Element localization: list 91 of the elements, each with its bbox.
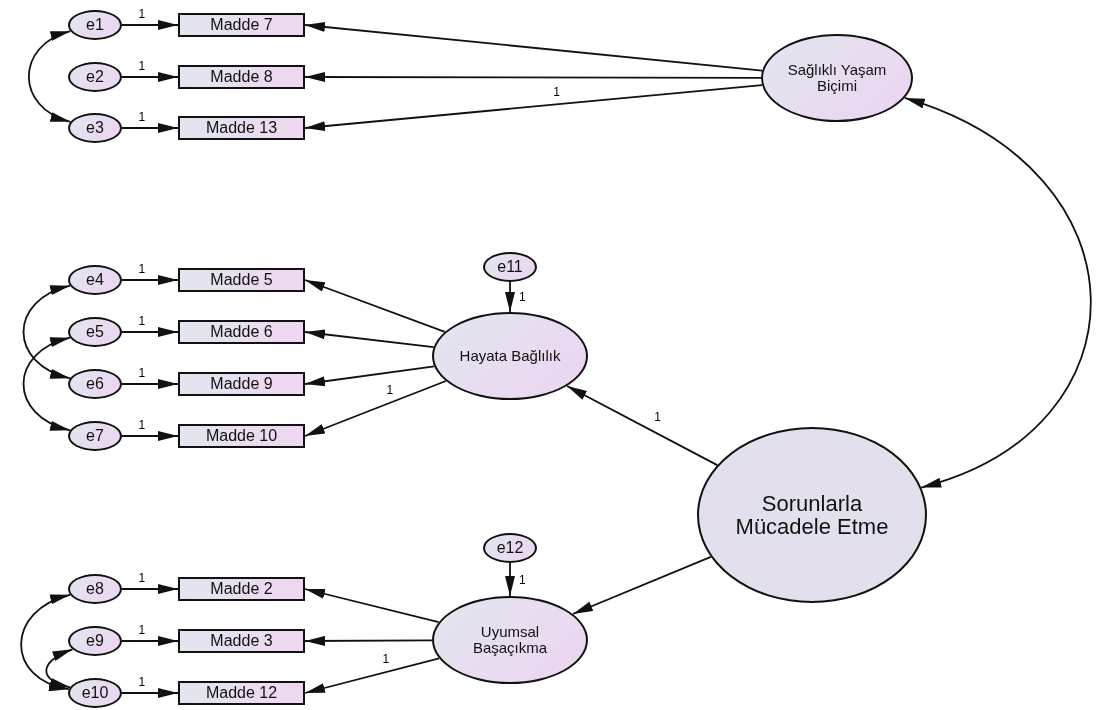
node-label: Madde 9 bbox=[209, 375, 274, 393]
path-arrow bbox=[566, 385, 719, 466]
edge-label: 1 bbox=[518, 573, 527, 586]
path-arrow bbox=[304, 657, 440, 694]
covariance-arrow bbox=[903, 97, 1092, 489]
edge-label: 1 bbox=[137, 572, 147, 584]
covariance-arrow bbox=[45, 648, 74, 689]
edge-label: 1 bbox=[381, 653, 391, 666]
error-ellipse bbox=[483, 252, 537, 282]
error-ellipse bbox=[68, 62, 122, 92]
path-arrow bbox=[505, 281, 515, 313]
error-ellipse bbox=[68, 10, 122, 40]
edge-label: 1 bbox=[137, 624, 147, 636]
path-arrow bbox=[121, 327, 179, 337]
node-label: Madde 3 bbox=[209, 632, 274, 650]
path-arrow bbox=[121, 431, 179, 441]
indicator-box bbox=[178, 320, 305, 344]
path-arrow bbox=[121, 72, 179, 82]
error-ellipse bbox=[68, 421, 122, 451]
node-label: Hayata Bağlılık bbox=[458, 348, 562, 364]
path-arrow bbox=[304, 84, 763, 132]
node-label: e2 bbox=[85, 68, 105, 86]
node-label: Sorunlarla Mücadele Etme bbox=[734, 491, 890, 539]
node-label: Madde 5 bbox=[209, 271, 274, 289]
indicator-box bbox=[178, 629, 305, 653]
covariance-arrow bbox=[22, 284, 71, 380]
path-arrow bbox=[121, 636, 179, 646]
node-label: Madde 12 bbox=[204, 684, 279, 702]
node-label: Uyumsal Başaçıkma bbox=[471, 624, 549, 656]
indicator-box bbox=[178, 65, 305, 89]
covariance-arrow bbox=[20, 593, 71, 691]
node-label: e3 bbox=[85, 119, 105, 137]
error-ellipse bbox=[68, 574, 122, 604]
node-label: e9 bbox=[85, 632, 105, 650]
node-label: Madde 10 bbox=[204, 427, 279, 445]
node-label: Madde 13 bbox=[204, 119, 279, 137]
node-label: Madde 7 bbox=[209, 16, 274, 34]
error-ellipse bbox=[483, 533, 537, 563]
covariance-arrow bbox=[27, 30, 72, 123]
path-arrow bbox=[304, 72, 762, 83]
error-ellipse bbox=[68, 369, 122, 399]
edge-label: 1 bbox=[137, 419, 147, 431]
node-label: e11 bbox=[496, 258, 524, 276]
node-label: e12 bbox=[495, 539, 525, 557]
indicator-box bbox=[178, 116, 305, 140]
node-label: e8 bbox=[85, 580, 105, 598]
node-label: Madde 2 bbox=[209, 580, 274, 598]
path-arrow bbox=[121, 688, 179, 698]
error-ellipse bbox=[68, 678, 122, 708]
node-label: e5 bbox=[85, 323, 105, 341]
edge-label: 1 bbox=[137, 111, 147, 123]
path-arrow bbox=[304, 22, 763, 72]
indicator-box bbox=[178, 13, 305, 37]
edge-label: 1 bbox=[137, 60, 147, 72]
path-arrow bbox=[304, 635, 433, 646]
edge-label: 1 bbox=[137, 676, 147, 688]
edge-label: 1 bbox=[137, 315, 147, 327]
path-arrow bbox=[505, 562, 515, 597]
edge-label: 1 bbox=[137, 8, 147, 20]
error-ellipse bbox=[68, 317, 122, 347]
edge-label: 1 bbox=[137, 263, 147, 275]
node-label: e1 bbox=[85, 16, 105, 34]
edge-label: 1 bbox=[385, 384, 395, 396]
path-arrow bbox=[121, 123, 179, 133]
path-arrow bbox=[304, 279, 446, 333]
edge-label: 1 bbox=[518, 291, 527, 303]
indicator-box bbox=[178, 681, 305, 705]
error-ellipse bbox=[68, 113, 122, 143]
path-arrow bbox=[304, 380, 447, 437]
edge-label: 1 bbox=[137, 367, 147, 379]
node-label: e4 bbox=[85, 271, 105, 289]
error-ellipse bbox=[68, 626, 122, 656]
path-arrow bbox=[121, 584, 179, 594]
path-arrow bbox=[304, 329, 435, 348]
node-label: Madde 6 bbox=[209, 323, 274, 341]
node-label: e10 bbox=[80, 684, 110, 702]
edge-label: 1 bbox=[653, 411, 662, 424]
path-arrow bbox=[121, 275, 179, 285]
edge-label: 1 bbox=[552, 86, 561, 99]
error-ellipse bbox=[68, 265, 122, 295]
node-label: e6 bbox=[85, 375, 105, 393]
indicator-box bbox=[178, 424, 305, 448]
indicator-box bbox=[178, 372, 305, 396]
path-arrow bbox=[121, 20, 179, 30]
indicator-box bbox=[178, 577, 305, 601]
node-label: Sağlıklı Yaşam Biçimi bbox=[786, 62, 888, 94]
node-label: Madde 8 bbox=[209, 68, 274, 86]
covariance-arrow bbox=[22, 336, 71, 432]
path-arrow bbox=[121, 379, 179, 389]
indicator-box bbox=[178, 268, 305, 292]
node-label: e7 bbox=[85, 427, 105, 445]
